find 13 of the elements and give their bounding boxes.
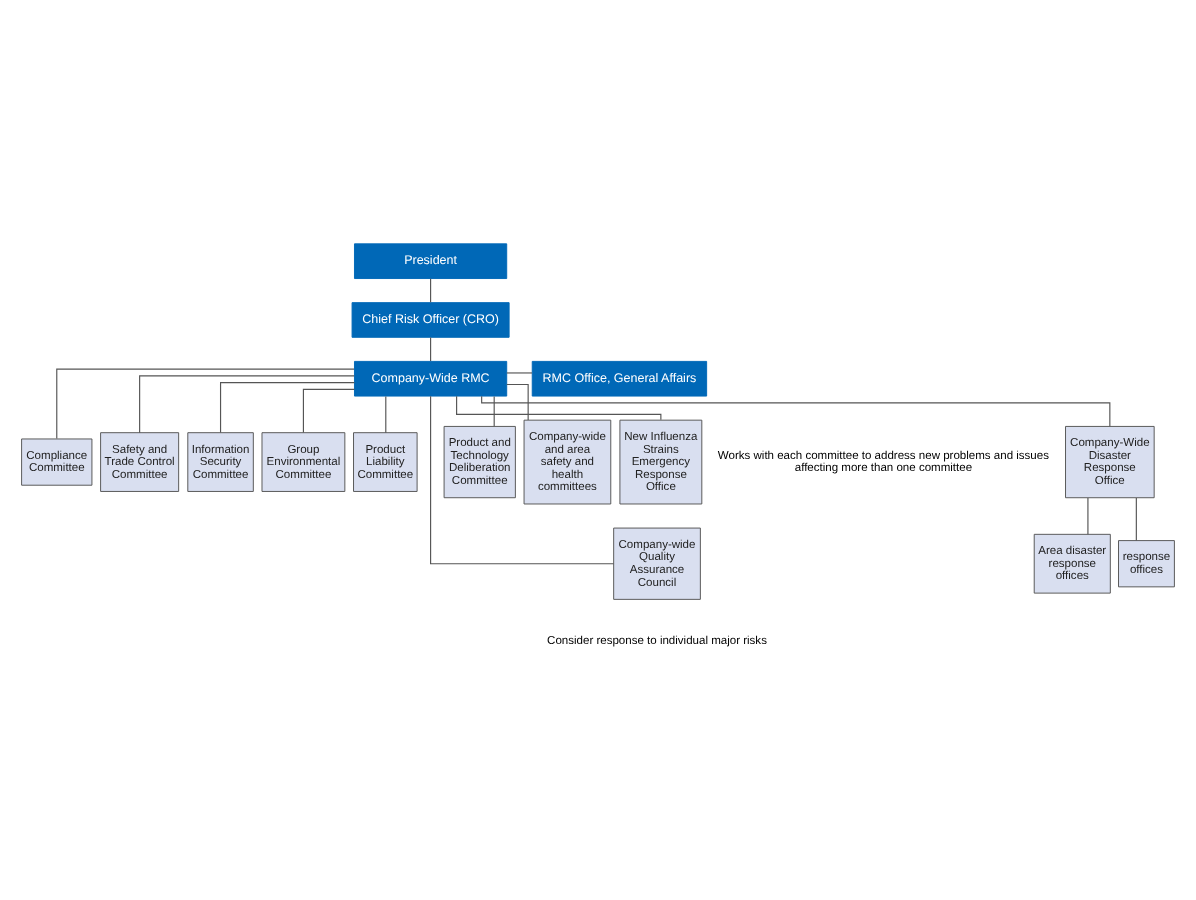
- connector: [506, 382, 529, 420]
- connector: [56, 367, 355, 439]
- connector: [430, 336, 432, 361]
- connector: [385, 394, 387, 433]
- connector: [1135, 496, 1137, 541]
- connector: [430, 277, 432, 302]
- connector: [456, 394, 662, 420]
- connector: [220, 381, 356, 433]
- connector: [1087, 496, 1089, 534]
- connector: [302, 387, 355, 433]
- connector: [493, 394, 495, 426]
- connector: [139, 374, 355, 433]
- connector: [506, 371, 533, 373]
